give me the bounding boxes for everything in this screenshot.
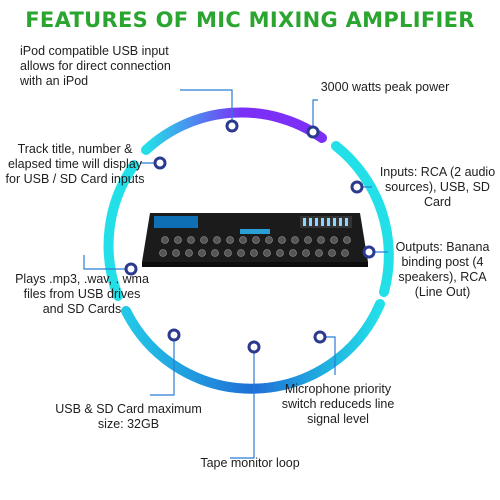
marker-dot [247,340,261,354]
page-title: FEATURES OF MIC MIXING AMPLIFIER [25,8,475,32]
ring-segment-left [103,160,139,301]
marker-dot [225,119,239,133]
feature-track-display: Track title, number & elapsed time will … [5,142,145,186]
marker-dot [153,156,167,170]
feature-outputs: Outputs: Banana binding post (4 speakers… [395,240,490,299]
marker-dot [306,125,320,139]
feature-tape-monitor: Tape monitor loop [200,456,300,470]
marker-dot [167,328,181,342]
feature-peak-power: 3000 watts peak power [320,80,450,94]
feature-ipod-usb: iPod compatible USB input allows for dir… [20,44,171,88]
marker-dot [350,180,364,194]
feature-file-formats: Plays .mp3, .wav, . wma files from USB d… [15,272,149,316]
ring-segment-bottom [121,299,385,394]
feature-card-size: USB & SD Card maximum size: 32GB [55,402,202,431]
feature-inputs: Inputs: RCA (2 audio sources), USB, SD C… [379,165,496,209]
marker-dot [313,330,327,344]
amplifier-image [142,213,368,267]
marker-dot [362,245,376,259]
ring-segment-right [331,141,394,297]
marker-dot [124,262,138,276]
feature-mic-priority: Microphone priority switch reduceds line… [281,382,395,426]
